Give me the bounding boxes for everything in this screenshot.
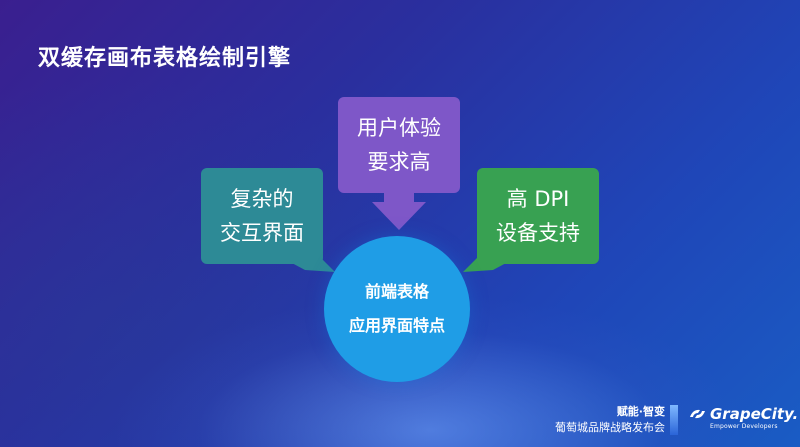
complex-interaction-line2: 交互界面 bbox=[220, 221, 304, 245]
high-dpi-box: 高 DPI 设备支持 bbox=[477, 168, 599, 264]
user-experience-line2: 要求高 bbox=[367, 150, 431, 174]
company-logo: GrapeCity. Empower Developers bbox=[688, 405, 798, 431]
footer-divider bbox=[670, 405, 678, 435]
grapecity-logo-icon bbox=[690, 409, 705, 419]
user-experience-line1: 用户体验 bbox=[357, 116, 441, 140]
complex-interaction-line1: 复杂的 bbox=[230, 187, 294, 211]
logo-name: GrapeCity. bbox=[710, 405, 799, 423]
footer-event-name: 葡萄城品牌战略发布会 bbox=[555, 421, 665, 434]
center-line1: 前端表格 bbox=[364, 282, 429, 301]
complex-interaction-box: 复杂的 交互界面 bbox=[201, 168, 323, 264]
footer-slogan: 赋能·智变 bbox=[616, 405, 665, 418]
logo-tagline: Empower Developers bbox=[710, 423, 778, 430]
center-line2: 应用界面特点 bbox=[348, 316, 445, 335]
high-dpi-line2: 设备支持 bbox=[496, 221, 580, 245]
user-experience-box: 用户体验 要求高 bbox=[338, 97, 460, 193]
footer-event-text: 赋能·智变 葡萄城品牌战略发布会 bbox=[555, 404, 665, 436]
high-dpi-line1: 高 DPI bbox=[506, 187, 570, 211]
slide-title: 双缓存画布表格绘制引擎 bbox=[38, 46, 292, 71]
center-circle: 前端表格 应用界面特点 bbox=[324, 236, 470, 382]
down-arrow-icon bbox=[372, 190, 426, 230]
